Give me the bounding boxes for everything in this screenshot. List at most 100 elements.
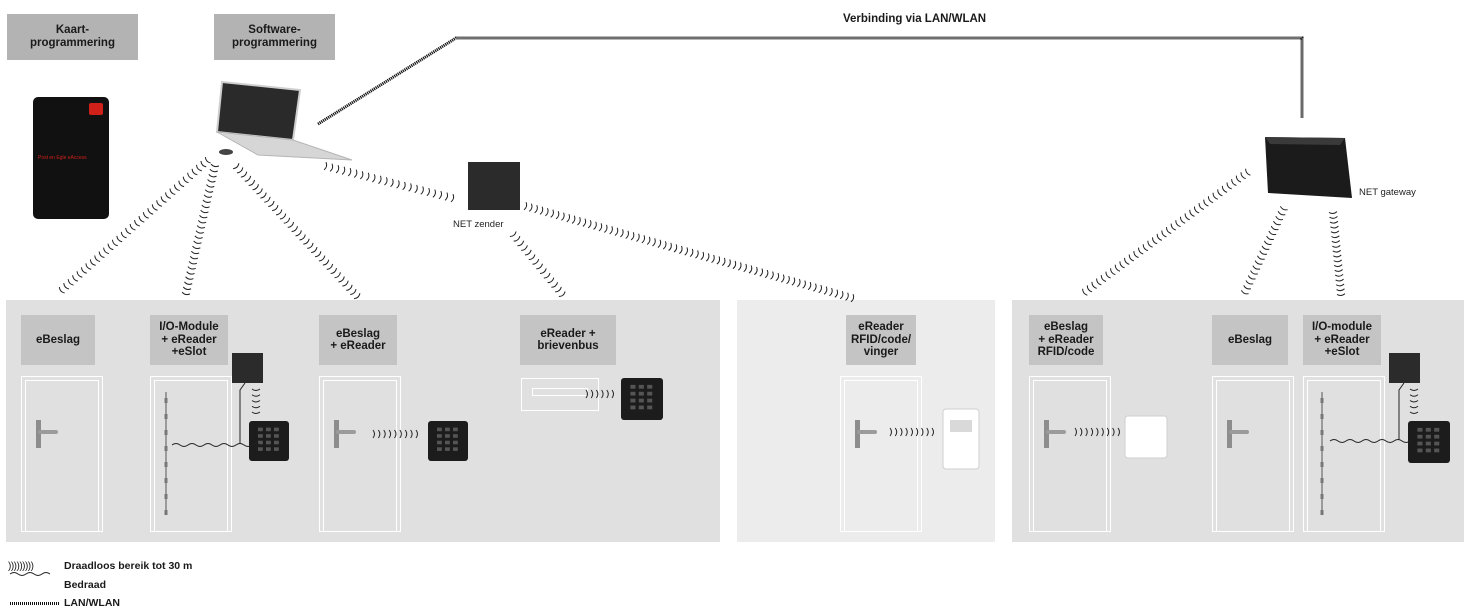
wireless-wave-mark (236, 167, 244, 174)
wireless-wave-mark (695, 250, 699, 259)
wireless-wave-mark (620, 229, 624, 238)
wireless-wave-mark (513, 235, 521, 242)
wireless-wave-mark (1151, 237, 1158, 245)
wireless-wave-mark (1106, 427, 1110, 437)
wireless-wave-mark (609, 226, 613, 235)
legend-lan: |||||||||||||||| LAN/WLAN (8, 597, 120, 609)
wireless-wave-mark (338, 276, 345, 283)
wireless-wave-mark (372, 429, 375, 439)
wireless-wave-mark (1179, 216, 1186, 224)
wireless-wave-mark (384, 177, 388, 186)
wireless-wave-mark (528, 203, 533, 212)
wireless-wave-mark (1333, 259, 1343, 263)
wireless-wave-mark (181, 291, 191, 296)
wireless-wave-mark (232, 163, 240, 170)
wireless-wave-mark (1096, 427, 1099, 437)
wireless-wave-mark (611, 389, 614, 399)
wireless-wave-mark (353, 293, 361, 300)
wireless-wave-mark (601, 389, 604, 399)
wireless-wave-mark (283, 217, 291, 224)
card-brand-text: Post en Egle eAccess (38, 155, 87, 161)
wireless-wave-mark (1175, 220, 1181, 228)
wireless-wave-mark (251, 394, 261, 397)
wireless-wave-mark (426, 187, 430, 197)
wireless-wave-mark (1110, 268, 1116, 276)
wireless-wave-mark (1247, 275, 1256, 280)
wireless-wave-mark (1259, 250, 1268, 255)
wireless-wave-mark (1261, 245, 1270, 250)
wireless-wave-mark (1334, 273, 1344, 277)
wireless-wave-mark (743, 263, 747, 273)
wireless-wave-mark (577, 217, 581, 226)
wireless-wave-mark (585, 389, 588, 399)
net-zender-label: NET zender (453, 219, 504, 230)
wireless-wave-mark (1170, 223, 1177, 231)
wireless-wave-mark (555, 211, 560, 220)
wireless-wave-mark (204, 156, 211, 164)
wireless-wave-mark (151, 204, 158, 211)
wireless-wave-mark (716, 256, 721, 265)
net-zender-icon (468, 162, 520, 210)
wireless-wave-mark (1079, 427, 1083, 437)
wireless-wave-mark (606, 389, 609, 399)
wireless-wave-mark (590, 389, 594, 399)
wireless-wave-mark (414, 184, 418, 194)
wired-connections (171, 382, 1411, 447)
wireless-wave-mark (173, 184, 180, 192)
wireless-wave-mark (438, 190, 443, 200)
wireless-wave-mark (326, 263, 334, 270)
wireless-wave-mark (314, 251, 322, 258)
wireless-wave-mark (366, 172, 370, 181)
wireless-wave-mark (1231, 179, 1237, 186)
ereader-icons (249, 378, 1450, 463)
wireless-wave-mark (571, 215, 576, 224)
legend-wired-text: Bedraad (64, 579, 107, 591)
door (21, 376, 103, 532)
wireless-wave-mark (807, 281, 812, 291)
wireless-wave-mark (1275, 215, 1284, 221)
wireless-wave-mark (1096, 278, 1102, 286)
wireless-wave-mark (614, 227, 619, 236)
wireless-wave-mark (540, 268, 547, 274)
wireless-wave-mark (190, 250, 200, 255)
door (1212, 376, 1294, 532)
wireless-signals (58, 156, 1419, 439)
wireless-wave-mark (1138, 247, 1144, 255)
wireless-wave-mark (120, 231, 127, 239)
wireless-wave-mark (551, 282, 559, 288)
wireless-wave-mark (1128, 254, 1135, 262)
wireless-wave-mark (1193, 206, 1200, 214)
wireless-wave-mark (248, 179, 256, 186)
legend-lan-text: LAN/WLAN (64, 597, 120, 609)
wireless-wave-mark (673, 244, 678, 253)
wireless-wave-mark (89, 259, 96, 266)
wireless-wave-mark (201, 204, 210, 209)
wireless-wave-mark (823, 286, 828, 295)
wireless-wave-mark (1147, 240, 1153, 248)
wireless-wave-mark (905, 427, 908, 437)
wireless-wave-mark (587, 220, 592, 229)
wireless-wave-mark (1277, 211, 1286, 216)
wireless-wave-mark (834, 289, 839, 298)
wireless-wave-mark (1184, 213, 1190, 221)
keypad-reader-icon (249, 421, 289, 461)
wireless-wave-mark (335, 164, 340, 174)
wireless-wave-mark (791, 277, 796, 286)
wireless-wave-mark (738, 262, 742, 271)
wireless-wave-mark (582, 218, 587, 227)
wireless-wave-mark (534, 204, 538, 214)
door-handle-icons (36, 392, 1324, 515)
wireless-wave-mark (604, 224, 608, 233)
wireless-wave-mark (125, 227, 132, 235)
wireless-wave-mark (209, 168, 218, 173)
wireless-wave-mark (185, 276, 194, 280)
wireless-wave-mark (251, 400, 261, 403)
wireless-wave-mark (1101, 427, 1104, 437)
wireless-wave-mark (116, 235, 123, 243)
wireless-wave-mark (195, 230, 205, 234)
wireless-wave-mark (829, 287, 833, 297)
wireless-wave-mark (636, 233, 640, 242)
wireless-wave-mark (1086, 285, 1093, 293)
wireless-wave-mark (341, 166, 346, 175)
legend-wireless-symbol: ))))))))) (8, 560, 34, 572)
